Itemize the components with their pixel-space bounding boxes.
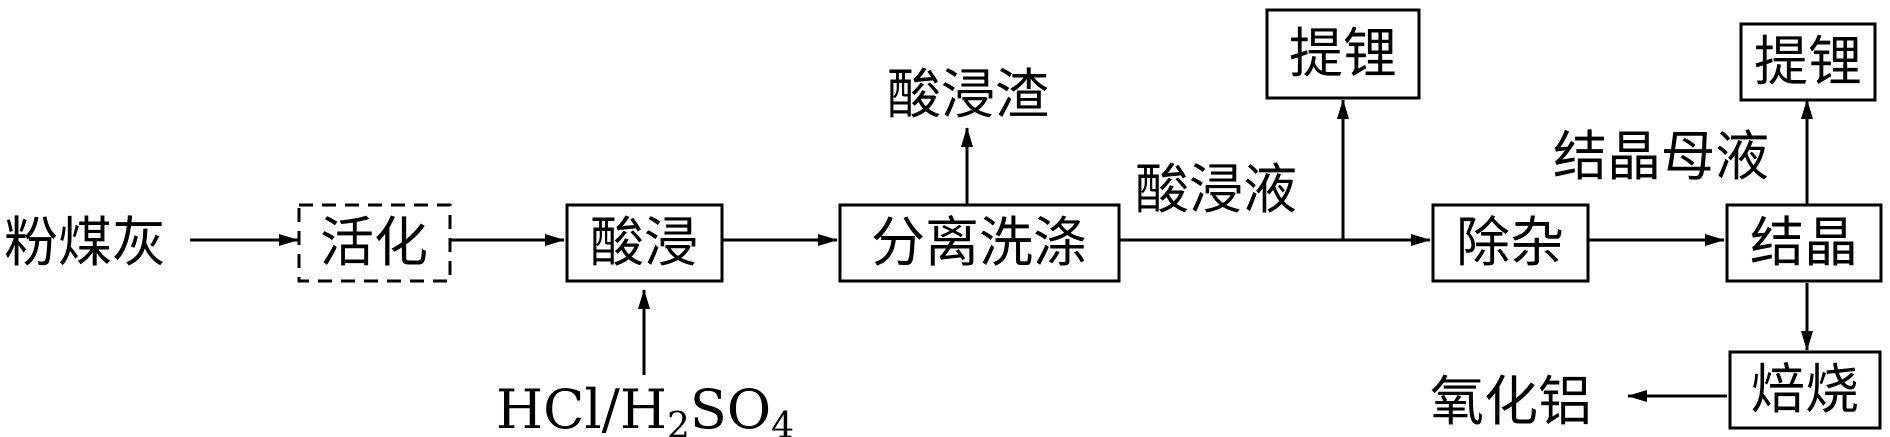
acid-formula: HCl/H2SO4: [496, 378, 794, 437]
separate-wash-label: 分离洗涤: [871, 211, 1087, 274]
activation-label: 活化: [320, 211, 428, 274]
product-label: 氧化铝: [1430, 370, 1592, 433]
crystallize-label: 结晶: [1750, 211, 1858, 274]
raw-material-label: 粉煤灰: [4, 211, 166, 274]
separate-wash-box: [838, 203, 1121, 283]
residue-label: 酸浸渣: [887, 63, 1049, 126]
remove-impurity-box: [1431, 203, 1590, 283]
extract-li-2-label: 提锂: [1754, 30, 1862, 93]
remove-impurity-label: 除杂: [1456, 211, 1564, 274]
extract-li-2-box: [1739, 22, 1877, 102]
acid-leach-box: [565, 203, 724, 283]
activation-box: [297, 203, 452, 283]
crystallize-box: [1725, 203, 1883, 283]
leachate-label: 酸浸液: [1135, 158, 1297, 221]
extract-li-1-box: [1265, 8, 1421, 100]
roast-box: [1728, 350, 1882, 430]
mother-liquor-label: 结晶母液: [1553, 125, 1769, 188]
acid-leach-label: 酸浸: [590, 211, 698, 274]
extract-li-1-label: 提锂: [1289, 22, 1397, 85]
roast-label: 焙烧: [1751, 358, 1859, 421]
